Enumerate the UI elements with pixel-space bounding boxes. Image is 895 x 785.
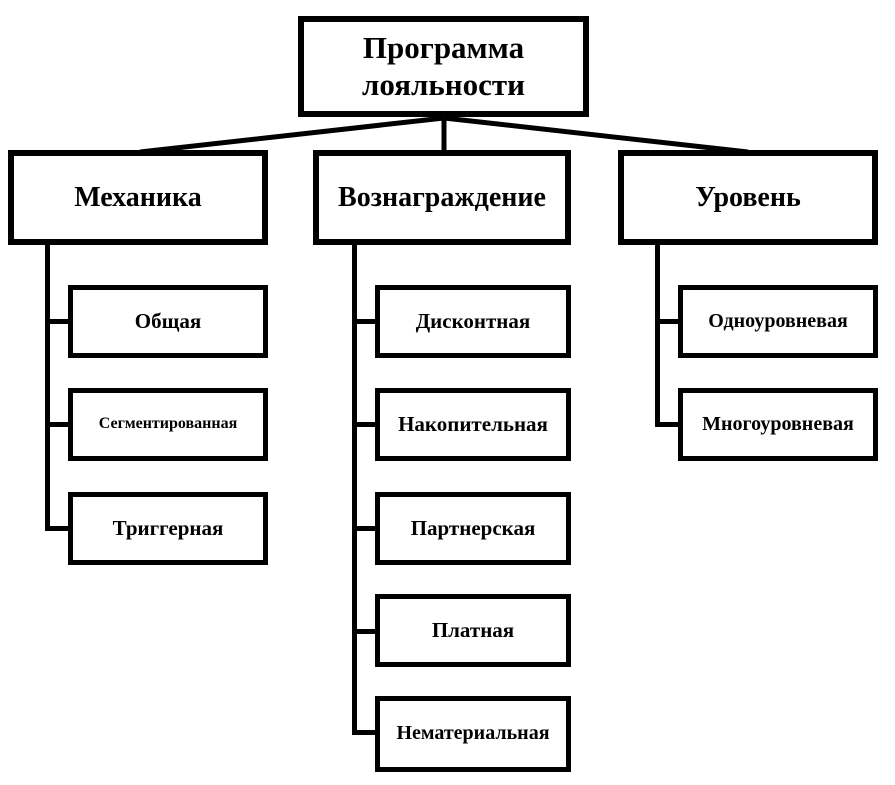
leaf-node-level-2-label: Многоуровневая [702,412,854,435]
stub-level-1 [655,319,683,324]
leaf-node-level-1: Одноуровневая [678,285,878,358]
branch-node-mechanics: Механика [8,150,268,245]
spine-mechanics [45,243,50,531]
leaf-node-reward-2: Накопительная [375,388,571,461]
stub-mechanics-3 [45,526,73,531]
root-node-label-line1: Программа [362,29,525,65]
leaf-node-mechanics-3: Триггерная [68,492,268,565]
leaf-node-mechanics-1: Общая [68,285,268,358]
leaf-node-mechanics-1-label: Общая [134,309,202,334]
stub-level-2 [655,422,683,427]
root-node-label-line2: лояльности [361,66,526,102]
leaf-node-reward-5: Нематериальная [375,696,571,772]
leaf-node-mechanics-2-label: Сегментированная [98,415,238,433]
stub-reward-1 [352,319,380,324]
leaf-node-reward-3: Партнерская [375,492,571,565]
leaf-node-reward-4: Платная [375,594,571,667]
leaf-node-reward-4-label: Платная [431,618,515,643]
leaf-node-reward-1-label: Дисконтная [415,309,531,334]
branch-node-reward: Вознаграждение [313,150,571,245]
stub-mechanics-1 [45,319,73,324]
stub-reward-2 [352,422,380,427]
branch-node-level: Уровень [618,150,878,245]
branch-node-level-label: Уровень [695,181,801,213]
stub-mechanics-2 [45,422,73,427]
stub-reward-4 [352,629,380,634]
leaf-node-level-2: Многоуровневая [678,388,878,461]
stub-reward-5 [352,730,380,735]
branch-node-mechanics-label: Механика [74,181,202,213]
root-branch-connector-lines [139,115,749,155]
leaf-node-reward-2-label: Накопительная [398,412,548,437]
branch-node-reward-label: Вознаграждение [338,181,546,213]
leaf-node-level-1-label: Одноуровневая [708,309,848,332]
spine-level [655,243,660,427]
stub-reward-3 [352,526,380,531]
leaf-node-reward-3-label: Партнерская [410,516,536,541]
connector-root-to-level [443,115,749,155]
spine-reward [352,243,357,735]
connector-root-to-mechanics [139,115,445,155]
leaf-node-mechanics-3-label: Триггерная [112,516,224,541]
leaf-node-mechanics-2: Сегментированная [68,388,268,461]
leaf-node-reward-1: Дисконтная [375,285,571,358]
leaf-node-reward-5-label: Нематериальная [396,722,550,745]
